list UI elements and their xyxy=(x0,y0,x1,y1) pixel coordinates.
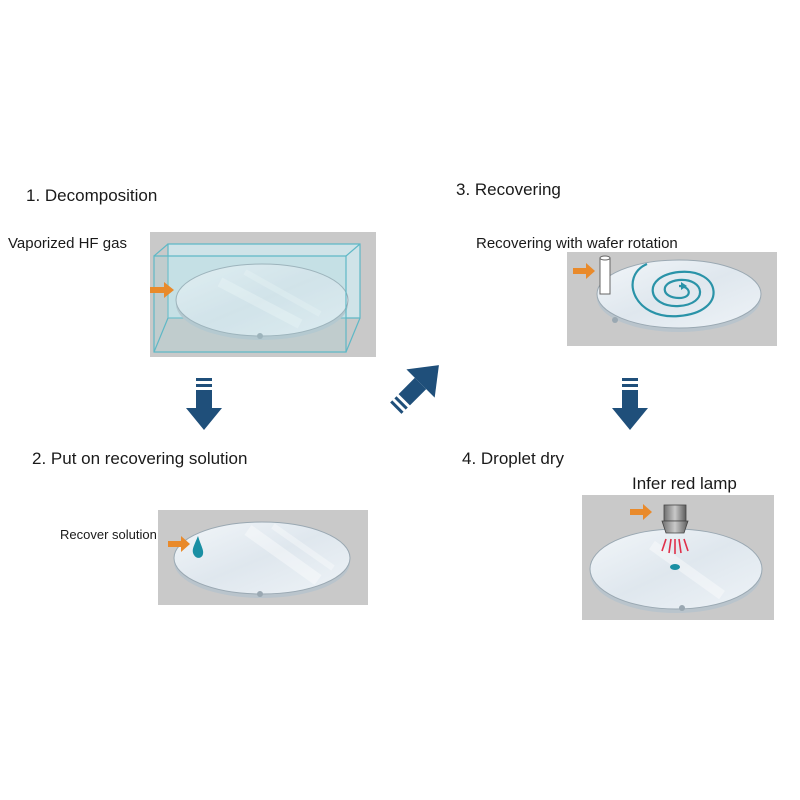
wafer-notch xyxy=(679,605,685,611)
recover-solution-illustration xyxy=(158,510,368,605)
wafer-notch xyxy=(612,317,618,323)
flow-arrow-down-left-icon xyxy=(186,378,222,432)
step-4-caption: Infer red lamp xyxy=(632,474,737,493)
pointer-arrow-icon xyxy=(630,504,652,520)
droplet-icon xyxy=(192,536,204,558)
step-1-title: 1. Decomposition xyxy=(26,186,158,205)
pointer-arrow-icon xyxy=(573,263,595,279)
step-2-caption: Recover solution xyxy=(60,527,157,542)
flow-arrow-diagonal-icon xyxy=(382,352,452,422)
pointer-arrow-icon xyxy=(150,282,174,298)
rotation-spiral xyxy=(631,262,715,318)
step-3-title: 3. Recovering xyxy=(456,180,561,199)
wafer xyxy=(596,259,762,329)
flow-arrow-down-right-icon xyxy=(612,378,648,432)
infrared-lamp-icon xyxy=(661,504,689,534)
step-3-caption: Recovering with wafer rotation xyxy=(476,235,678,252)
step-4-title: 4. Droplet dry xyxy=(462,449,565,468)
pointer-arrow-icon xyxy=(168,536,190,552)
decomposition-illustration xyxy=(150,232,376,357)
droplet-spot xyxy=(670,564,680,570)
droplet-dry-illustration xyxy=(582,495,774,620)
recovering-illustration xyxy=(567,252,777,346)
wafer-notch xyxy=(257,333,263,339)
step-2-title: 2. Put on recovering solution xyxy=(32,449,248,468)
nozzle-icon xyxy=(599,255,611,295)
gas-chamber-front xyxy=(153,255,347,353)
lamp-rays xyxy=(661,538,689,554)
wafer-notch xyxy=(257,591,263,597)
step-1-caption: Vaporized HF gas xyxy=(8,235,127,252)
